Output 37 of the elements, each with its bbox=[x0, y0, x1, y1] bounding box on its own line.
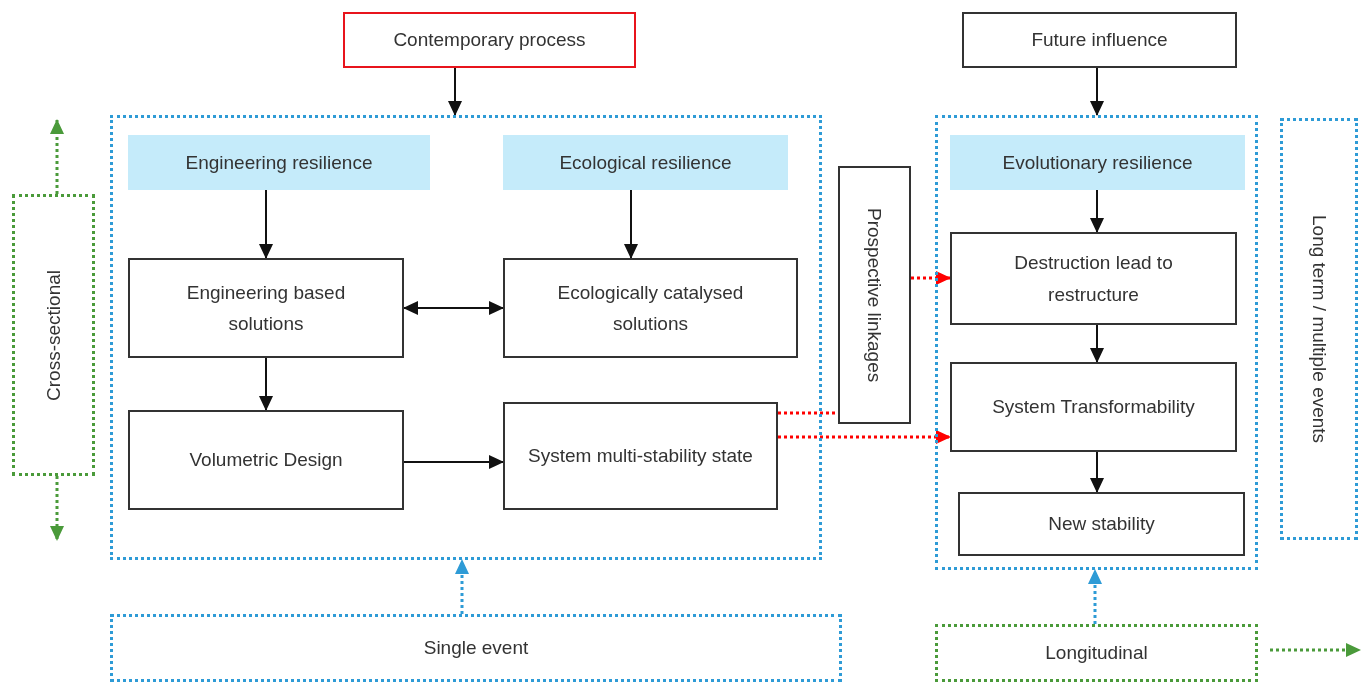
process-box: Future influence bbox=[962, 12, 1237, 68]
process-box: Engineering based solutions bbox=[128, 258, 404, 358]
process-box: System Transformability bbox=[950, 362, 1237, 452]
dotted-box: Cross-sectional bbox=[12, 194, 95, 476]
arrow bbox=[1090, 324, 1104, 363]
dotted-arrow bbox=[1088, 569, 1102, 624]
arrow bbox=[624, 189, 638, 259]
arrow bbox=[259, 189, 273, 259]
heading-band: Evolutionary resilience bbox=[950, 135, 1245, 190]
arrow bbox=[1090, 189, 1104, 233]
process-box: New stability bbox=[958, 492, 1245, 556]
process-box: Contemporary process bbox=[343, 12, 636, 68]
arrow bbox=[403, 455, 504, 469]
arrow bbox=[1090, 451, 1104, 493]
dotted-box: Single event bbox=[110, 614, 842, 682]
process-box: System multi-stability state bbox=[503, 402, 778, 510]
dotted-arrow bbox=[1270, 643, 1361, 657]
heading-band: Engineering resilience bbox=[128, 135, 430, 190]
dotted-arrow bbox=[50, 119, 64, 194]
arrow bbox=[259, 357, 273, 411]
heading-band: Ecological resilience bbox=[503, 135, 788, 190]
process-box: Prospective linkages bbox=[838, 166, 911, 424]
arrow bbox=[448, 67, 462, 116]
process-box: Volumetric Design bbox=[128, 410, 404, 510]
dotted-arrow bbox=[50, 476, 64, 541]
dotted-arrow bbox=[911, 271, 951, 285]
process-box: Ecologically catalysed solutions bbox=[503, 258, 798, 358]
arrow bbox=[1090, 67, 1104, 116]
dotted-connector bbox=[778, 411, 838, 415]
dotted-box: Longitudinal bbox=[935, 624, 1258, 682]
arrow bbox=[403, 301, 504, 315]
dotted-box: Long term / multiple events bbox=[1280, 118, 1358, 540]
dotted-arrow bbox=[455, 559, 469, 614]
process-box: Destruction lead to restructure bbox=[950, 232, 1237, 325]
group-frame bbox=[110, 115, 822, 560]
dotted-arrow bbox=[778, 430, 951, 444]
group-frame bbox=[935, 115, 1258, 570]
